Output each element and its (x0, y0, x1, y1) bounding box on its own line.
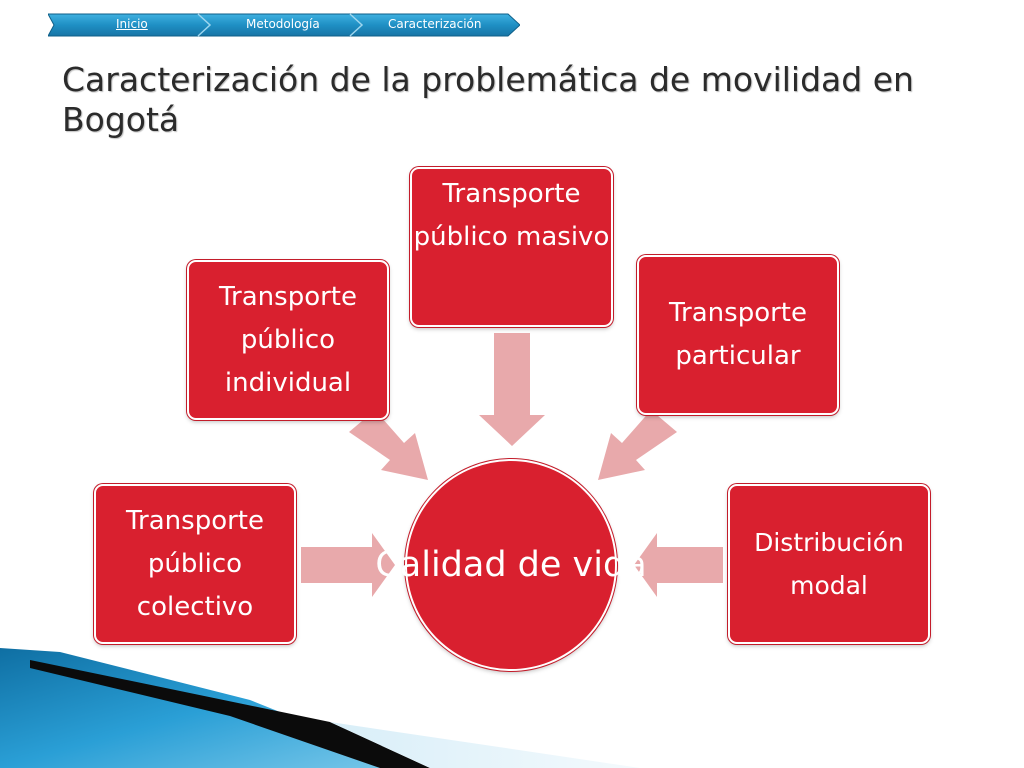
breadcrumb: Inicio Metodología Caracterización (48, 12, 520, 38)
center-label: Calidad de vida (375, 545, 647, 585)
node-transporte-publico-colectivo: Transporte público colectivo (94, 484, 296, 644)
node-label: Distribución modal (754, 528, 904, 600)
arrow-down-right (349, 410, 428, 480)
arrow-down-left (598, 410, 677, 480)
node-transporte-publico-individual: Transporte público individual (187, 260, 389, 420)
arrow-left (634, 533, 723, 597)
arrow-down (479, 333, 545, 446)
breadcrumb-item-metodologia[interactable]: Metodología (246, 17, 320, 31)
node-label: Transporte público colectivo (126, 505, 264, 622)
node-transporte-publico-masivo: Transporte público masivo (410, 167, 613, 327)
slide-title: Caracterización de la problemática de mo… (62, 60, 914, 139)
node-label: Transporte público masivo (413, 179, 610, 252)
node-label: Transporte público individual (219, 281, 357, 398)
node-distribucion-modal: Distribución modal (728, 484, 930, 644)
breadcrumb-item-caracterizacion[interactable]: Caracterización (388, 17, 482, 31)
breadcrumb-bar (48, 13, 520, 37)
node-label: Transporte particular (669, 298, 807, 371)
breadcrumb-item-inicio[interactable]: Inicio (116, 17, 148, 31)
arrow-right (301, 533, 395, 597)
center-node-calidad-de-vida: Calidad de vida (375, 459, 647, 671)
node-transporte-particular: Transporte particular (637, 255, 839, 415)
